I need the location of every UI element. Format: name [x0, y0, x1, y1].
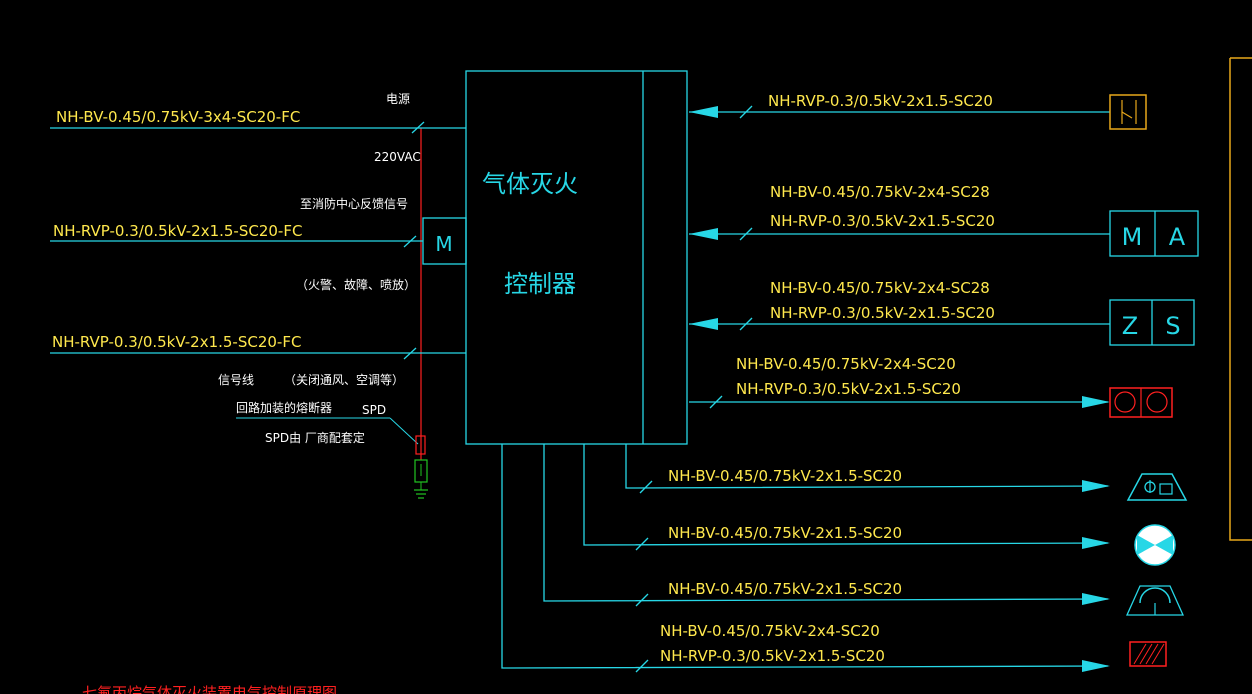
right-device-3: NH-BV-0.45/0.75kV-2x4-SC28 NH-RVP-0.3/0.…: [689, 279, 1195, 346]
bottom-device-3: NH-BV-0.45/0.75kV-2x1.5-SC20: [543, 444, 1185, 616]
voltage-label: 220VAC: [374, 150, 421, 164]
left-feedback-line: M 至消防中心反馈信号 NH-RVP-0.3/0.5kV-2x1.5-SC20-…: [50, 196, 467, 292]
right-device-1-cable-1: NH-RVP-0.3/0.5kV-2x1.5-SC20: [768, 92, 993, 110]
spd-assembly: 回路加装的熔断器 SPD SPD由 厂商配套定: [236, 400, 428, 499]
spd-label: SPD: [362, 403, 386, 417]
right-device-3-cable-1: NH-BV-0.45/0.75kV-2x4-SC28: [770, 279, 990, 297]
controller-box: 气体灭火 控制器: [465, 70, 688, 445]
bottom-device-4: NH-BV-0.45/0.75kV-2x4-SC20 NH-RVP-0.3/0.…: [501, 444, 1167, 673]
bottom-device-2: NH-BV-0.45/0.75kV-2x1.5-SC20: [583, 444, 1176, 566]
gas-release-icon: [1126, 473, 1188, 501]
left-signal-line: NH-RVP-0.3/0.5kV-2x1.5-SC20-FC 信号线 （关闭通风…: [50, 333, 466, 387]
signal-note: （关闭通风、空调等）: [284, 373, 404, 387]
right-device-4-cable-1: NH-BV-0.45/0.75kV-2x4-SC20: [736, 355, 956, 373]
controller-title-line1: 气体灭火: [482, 170, 578, 198]
right-device-2-cable-2: NH-RVP-0.3/0.5kV-2x1.5-SC20: [770, 212, 995, 230]
start-symbol-label: Z: [1122, 312, 1138, 340]
stop-symbol-label: S: [1165, 312, 1180, 340]
fuse-symbol: [415, 435, 426, 455]
signal-cable-label: NH-RVP-0.3/0.5kV-2x1.5-SC20-FC: [52, 333, 301, 351]
module-box: [422, 217, 467, 265]
pressure-switch-icon: [1109, 94, 1147, 130]
double-circle-icon: [1109, 387, 1173, 418]
signal-line-label: 信号线: [218, 373, 254, 387]
bottom-device-4-cable-1: NH-BV-0.45/0.75kV-2x4-SC20: [660, 622, 880, 640]
bottom-device-3-cable-1: NH-BV-0.45/0.75kV-2x1.5-SC20: [668, 580, 902, 598]
controller-title-line2: 控制器: [504, 270, 576, 298]
right-device-1: NH-RVP-0.3/0.5kV-2x1.5-SC20: [689, 92, 1147, 130]
power-source-label: 电源: [386, 92, 410, 106]
bottom-device-2-cable-1: NH-BV-0.45/0.75kV-2x1.5-SC20: [668, 524, 902, 542]
left-power-line: NH-BV-0.45/0.75kV-3x4-SC20-FC 电源 220VAC: [50, 92, 466, 164]
right-device-4: NH-BV-0.45/0.75kV-2x4-SC20 NH-RVP-0.3/0.…: [689, 355, 1173, 418]
power-cable-label: NH-BV-0.45/0.75kV-3x4-SC20-FC: [56, 108, 300, 126]
manual-auto-switch-icon: M A: [1109, 210, 1199, 257]
feedback-label: 至消防中心反馈信号: [300, 196, 408, 211]
solenoid-valve-icon: [1129, 641, 1167, 667]
drawing-frame-edge: [1229, 57, 1252, 541]
alarm-lamp-icon: [1134, 524, 1176, 566]
bottom-device-1: NH-BV-0.45/0.75kV-2x1.5-SC20: [625, 444, 1188, 501]
bottom-device-1-cable-1: NH-BV-0.45/0.75kV-2x1.5-SC20: [668, 467, 902, 485]
right-device-3-cable-2: NH-RVP-0.3/0.5kV-2x1.5-SC20: [770, 304, 995, 322]
bottom-device-4-cable-2: NH-RVP-0.3/0.5kV-2x1.5-SC20: [660, 647, 885, 665]
module-label: M: [435, 232, 452, 256]
feedback-cable-label: NH-RVP-0.3/0.5kV-2x1.5-SC20-FC: [53, 222, 302, 240]
right-device-4-cable-2: NH-RVP-0.3/0.5kV-2x1.5-SC20: [736, 380, 961, 398]
right-device-2: NH-BV-0.45/0.75kV-2x4-SC28 NH-RVP-0.3/0.…: [689, 183, 1199, 257]
footer-title: 七氟丙烷气体灭火装置电气控制原理图: [82, 684, 337, 694]
spd-note: SPD由 厂商配套定: [265, 430, 365, 445]
start-stop-button-icon: Z S: [1109, 299, 1195, 346]
manual-symbol-label: M: [1122, 223, 1143, 251]
right-device-2-cable-1: NH-BV-0.45/0.75kV-2x4-SC28: [770, 183, 990, 201]
fuse-label: 回路加装的熔断器: [236, 400, 332, 415]
auto-symbol-label: A: [1169, 223, 1186, 251]
feedback-note: （火警、故障、喷放）: [296, 277, 416, 292]
bell-icon: [1125, 585, 1185, 616]
